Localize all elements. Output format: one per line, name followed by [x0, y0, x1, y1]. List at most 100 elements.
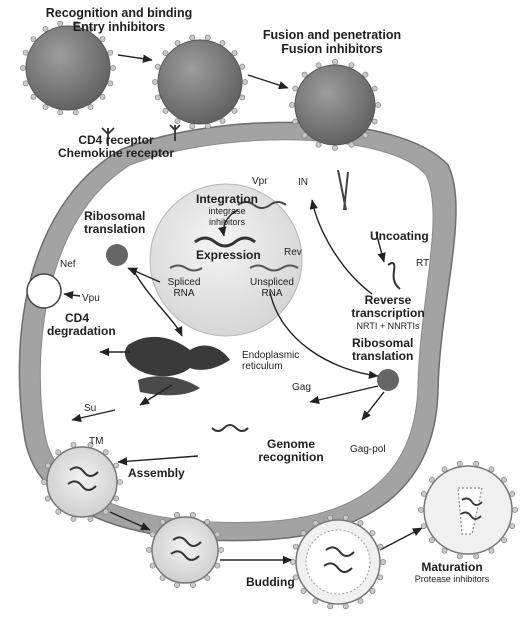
- maturation-title: Maturation: [398, 561, 506, 574]
- genome-2: recognition: [248, 451, 334, 464]
- virion-spike: [45, 463, 50, 468]
- stage-ribosomal-left: Ribosomal translation: [84, 210, 145, 237]
- virion-spike: [174, 583, 179, 588]
- virion-spike: [328, 604, 333, 609]
- virion-spike: [43, 104, 48, 109]
- cd4-degradation-1: CD4: [47, 312, 107, 325]
- virion-spike: [442, 548, 447, 553]
- stage-maturation: Maturation Protease inhibitors: [398, 561, 506, 585]
- virion-spike: [20, 65, 25, 70]
- virion-spike: [489, 548, 494, 553]
- virion-spike: [205, 35, 210, 40]
- virion-spike: [41, 479, 46, 484]
- reverse-title-2: transcription: [343, 307, 433, 320]
- stage-cd4-degradation: CD4 degradation: [47, 312, 107, 339]
- virion-spike: [378, 575, 383, 580]
- virion-spike: [240, 64, 245, 69]
- virion-spike: [429, 538, 434, 543]
- stage-ribosomal-right: Ribosomal translation: [352, 337, 413, 364]
- virion-spike: [114, 496, 119, 501]
- virion-spike: [290, 559, 295, 564]
- virion-spike: [175, 118, 180, 123]
- virion-spike: [150, 532, 155, 537]
- ribosome-left: [106, 244, 128, 266]
- virion-spike: [349, 142, 354, 147]
- maturation-subtitle: Protease inhibitors: [398, 574, 506, 584]
- integration-subtitle-2: inhibitors: [187, 217, 267, 227]
- er-1: Endoplasmic: [242, 350, 299, 361]
- virion-spike: [302, 133, 307, 138]
- virion-spike: [71, 442, 76, 447]
- virion-spike: [155, 64, 160, 69]
- virion-spike: [58, 110, 63, 115]
- virion-spike: [232, 108, 237, 113]
- label-rev: Rev: [284, 247, 302, 258]
- virion-spike: [175, 40, 180, 45]
- virion-spike: [370, 531, 375, 536]
- virion-spike: [190, 124, 195, 129]
- virion-spike: [56, 450, 61, 455]
- label-spliced-rna: Spliced RNA: [160, 277, 208, 299]
- fusion-title: Fusion and penetration: [248, 28, 416, 42]
- virion-spike: [146, 547, 151, 552]
- virion-spike: [160, 576, 165, 581]
- virion-spike: [378, 544, 383, 549]
- ribosomal-left-1: Ribosomal: [84, 210, 145, 223]
- chemokine-receptor-label: Chemokine receptor: [54, 147, 178, 160]
- virion-spike: [372, 119, 377, 124]
- label-in: IN: [298, 177, 308, 188]
- virion-spike: [100, 94, 105, 99]
- virion-spike: [31, 94, 36, 99]
- spliced-1: Spliced: [160, 277, 208, 288]
- virion-spike: [205, 519, 210, 524]
- virion-spike: [215, 563, 220, 568]
- stage-assembly: Assembly: [128, 467, 185, 480]
- reverse-subtitle: NRTI + NNRTIs: [343, 321, 433, 331]
- label-vpu: Vpu: [82, 293, 100, 304]
- er-2: reticulum: [242, 361, 299, 372]
- virion-spike: [358, 598, 363, 603]
- virion-spike: [174, 512, 179, 517]
- stage-budding: Budding: [246, 576, 295, 589]
- unspliced-1: Unspliced: [242, 277, 302, 288]
- unspliced-2: RNA: [242, 288, 302, 299]
- virion-spike: [152, 79, 157, 84]
- ribosome-right: [377, 369, 399, 391]
- virion-spike: [108, 50, 113, 55]
- virion-spike: [372, 86, 377, 91]
- virion-spike: [163, 51, 168, 56]
- virion-spike: [190, 35, 195, 40]
- virion-spike: [117, 479, 122, 484]
- virion-spike: [23, 81, 28, 86]
- stage-reverse-transcription: Reverse transcription NRTI + NNRTIs: [343, 294, 433, 331]
- virion-binding: [26, 26, 110, 110]
- virion-assembly: [47, 447, 117, 517]
- virion-fusion: [158, 40, 242, 124]
- label-gag: Gag: [292, 382, 311, 393]
- virion-spike: [220, 40, 225, 45]
- virion-spike: [510, 524, 515, 529]
- virion-spike: [363, 72, 368, 77]
- virion-spike: [316, 63, 321, 68]
- virion-spike: [328, 515, 333, 520]
- label-su: Su: [84, 403, 96, 414]
- virion-spike: [103, 450, 108, 455]
- virion-penetration: [295, 65, 375, 145]
- label-nef: Nef: [60, 259, 76, 270]
- virion-spike: [332, 59, 337, 64]
- label-tm: TM: [89, 436, 103, 447]
- virion-spike: [442, 467, 447, 472]
- virion-spike: [358, 520, 363, 525]
- virion-spike: [114, 463, 119, 468]
- virion-spike: [205, 124, 210, 129]
- arrow-budding-to-maturation: [380, 528, 422, 550]
- virion-spike: [190, 512, 195, 517]
- virion-mature: [424, 466, 512, 554]
- label-er: Endoplasmic reticulum: [242, 350, 299, 372]
- virion-spike: [512, 507, 517, 512]
- recognition-subtitle: Entry inhibitors: [24, 20, 214, 34]
- virion-spike: [457, 554, 462, 559]
- virion-spike: [380, 559, 385, 564]
- ribosomal-right-1: Ribosomal: [352, 337, 413, 350]
- virion-spike: [45, 496, 50, 501]
